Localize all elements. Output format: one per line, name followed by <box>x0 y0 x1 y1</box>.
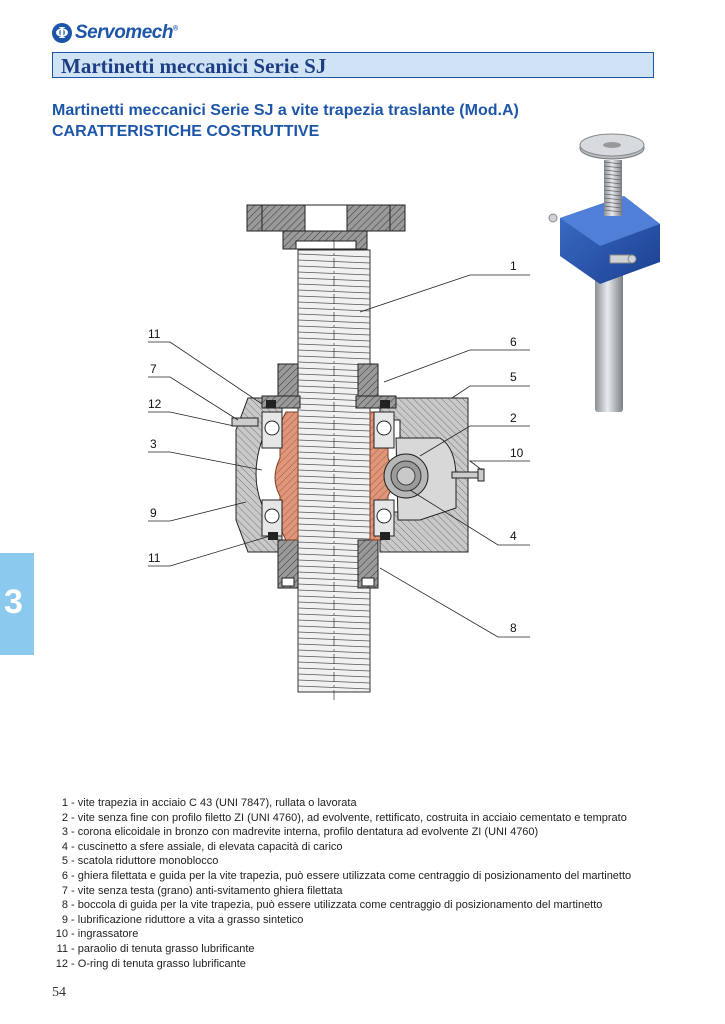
legend-item: 3 - corona elicoidale in bronzo con madr… <box>54 825 631 840</box>
section-subtitle: Martinetti meccanici Serie SJ a vite tra… <box>52 100 519 142</box>
legend-item: 4 - cuscinetto a sfere assiale, di eleva… <box>54 840 631 855</box>
callout-2: 2 <box>510 411 517 425</box>
legend-item-number: 7 <box>61 884 68 897</box>
page-title: Martinetti meccanici Serie SJ <box>61 54 327 78</box>
legend-item: 8 - boccola di guida per la vite trapezi… <box>54 898 631 913</box>
worm-shaft <box>383 453 429 499</box>
parts-legend: 1 - vite trapezia in acciaio C 43 (UNI 7… <box>54 796 631 971</box>
legend-separator: - <box>68 884 78 897</box>
legend-item-number: 11 <box>56 942 68 955</box>
legend-item-number: 2 <box>61 811 68 824</box>
legend-item: 6 - ghiera filettata e guida per la vite… <box>54 869 631 884</box>
oil-seals <box>266 400 390 540</box>
legend-item-text: vite trapezia in acciaio C 43 (UNI 7847)… <box>77 797 357 809</box>
callout-4: 4 <box>510 529 517 543</box>
legend-item-text: vite senza fine con profilo filetto ZI (… <box>77 811 627 824</box>
legend-separator: - <box>68 840 78 853</box>
chapter-tab-label: 3 <box>4 583 23 621</box>
legend-separator: - <box>68 942 78 955</box>
top-flange <box>246 204 406 250</box>
legend-item: 2 - vite senza fine con profilo filetto … <box>54 811 631 826</box>
thrust-bearings <box>261 411 395 537</box>
chapter-tab: 3 <box>0 553 34 655</box>
legend-item-text: vite senza testa (grano) anti-svitamento… <box>77 884 343 897</box>
logo-phi-icon: Φ <box>52 23 72 43</box>
legend-item: 9 - lubrificazione riduttore a vita a gr… <box>54 913 631 928</box>
legend-item: 7 - vite senza testa (grano) anti-svitam… <box>54 884 631 899</box>
callout-12: 12 <box>148 397 162 411</box>
callout-7: 7 <box>150 362 157 376</box>
legend-item-number: 1 <box>61 797 68 809</box>
legend-item-text: ingrassatore <box>77 928 139 941</box>
legend-item-text: boccola di guida per la vite trapezia, p… <box>77 899 603 912</box>
page-title-bar: Martinetti meccanici Serie SJ <box>52 52 654 78</box>
legend-separator: - <box>68 899 78 912</box>
legend-separator: - <box>68 957 78 970</box>
legend-separator: - <box>68 855 78 868</box>
legend-separator: - <box>68 797 78 809</box>
legend-item-number: 3 <box>61 826 68 839</box>
legend-item: 5 - scatola riduttore monoblocco <box>54 854 631 869</box>
legend-item-number: 8 <box>61 899 68 912</box>
callout-5: 5 <box>510 370 517 384</box>
legend-item: 1 - vite trapezia in acciaio C 43 (UNI 7… <box>54 796 631 811</box>
callout-3: 3 <box>150 437 157 451</box>
legend-item: 11 - paraolio di tenuta grasso lubrifica… <box>54 942 631 957</box>
logo-wordmark: Servomech® <box>75 22 178 43</box>
legend-item-number: 6 <box>61 869 68 882</box>
legend-item-number: 4 <box>61 840 68 853</box>
legend-item-text: ghiera filettata e guida per la vite tra… <box>77 869 632 882</box>
subtitle-line-1: Martinetti meccanici Serie SJ a vite tra… <box>52 102 519 119</box>
legend-item-text: lubrificazione riduttore a vita a grasso… <box>77 913 304 926</box>
jack-product-photo <box>548 133 660 412</box>
legend-separator: - <box>68 928 78 941</box>
legend-item-number: 5 <box>61 855 68 868</box>
legend-item-text: O-ring di tenuta grasso lubrificante <box>77 957 246 970</box>
callout-9: 9 <box>150 506 157 520</box>
legend-item: 10 - ingrassatore <box>54 927 631 942</box>
callout-6: 6 <box>510 335 517 349</box>
legend-separator: - <box>68 811 78 824</box>
servomech-logo: Φ Servomech® <box>52 20 178 46</box>
ring-nut <box>261 363 397 409</box>
legend-item-number: 10 <box>55 928 68 941</box>
callout-10: 10 <box>510 446 524 460</box>
legend-item-number: 12 <box>55 957 68 970</box>
legend-item-text: cuscinetto a sfere assiale, di elevata c… <box>77 840 343 853</box>
callout-11-top: 11 <box>148 327 161 341</box>
callout-11-bottom: 11 <box>148 551 161 565</box>
guide-bush <box>277 539 379 589</box>
legend-item: 12 - O-ring di tenuta grasso lubrificant… <box>54 957 631 972</box>
legend-separator: - <box>68 869 78 882</box>
legend-separator: - <box>68 913 78 926</box>
callout-8: 8 <box>510 621 517 635</box>
callout-1: 1 <box>510 259 517 273</box>
legend-item-text: paraolio di tenuta grasso lubrificante <box>77 942 255 955</box>
legend-item-text: scatola riduttore monoblocco <box>77 855 219 868</box>
subtitle-line-2: CARATTERISTICHE COSTRUTTIVE <box>52 123 320 140</box>
callout-labels: 1 6 5 2 10 4 8 11 7 12 3 9 11 <box>148 259 524 635</box>
legend-separator: - <box>68 826 78 839</box>
lead-screw <box>297 240 371 700</box>
legend-item-text: corona elicoidale in bronzo con madrevit… <box>77 826 539 839</box>
set-screw <box>231 417 259 427</box>
leader-lines <box>148 274 530 638</box>
legend-item-number: 9 <box>61 913 68 926</box>
page-number: 54 <box>52 985 66 1000</box>
